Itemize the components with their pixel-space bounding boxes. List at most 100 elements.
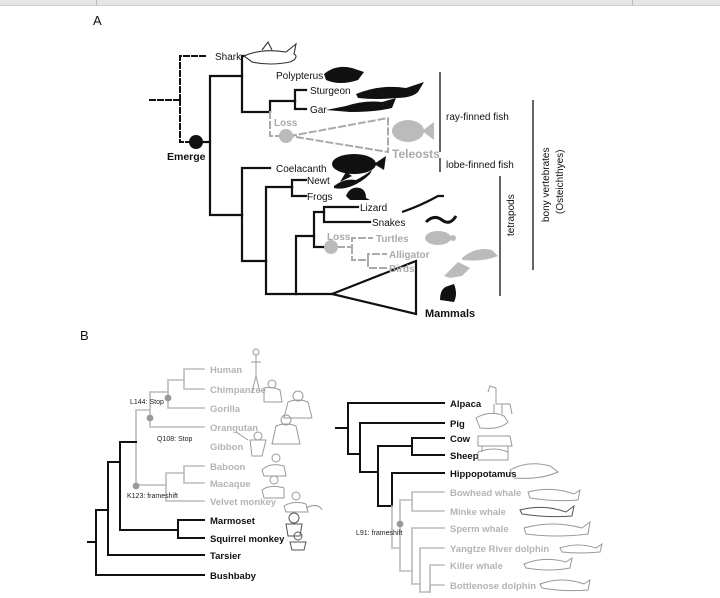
gorilla-icon bbox=[283, 390, 313, 419]
macaque-icon bbox=[261, 475, 285, 499]
mutation-l144: L144: Stop bbox=[130, 399, 164, 406]
toolbar-divider bbox=[96, 0, 97, 5]
teleost-icon bbox=[392, 120, 434, 142]
taxon-macaque: Macaque bbox=[210, 479, 251, 490]
panel-a-lost-labels: Loss Teleosts Loss Turtles Alligator Bir… bbox=[274, 118, 440, 275]
human-icon bbox=[251, 348, 261, 393]
taxon-sheep: Sheep bbox=[450, 451, 479, 462]
taxon-polypterus: Polypterus bbox=[276, 71, 323, 82]
panel-a-dashed-root bbox=[149, 55, 209, 143]
gar-icon bbox=[326, 98, 396, 112]
orangutan-icon bbox=[271, 414, 301, 445]
taxon-turtles: Turtles bbox=[376, 234, 409, 245]
mammal-present-labels: Alpaca Pig Cow Sheep Hippopotamus bbox=[450, 399, 517, 480]
group-bony-vertebrates: bony vertebrates bbox=[541, 148, 552, 223]
taxon-pig: Pig bbox=[450, 419, 465, 430]
mutation-node-l144 bbox=[164, 394, 172, 402]
taxon-tarsier: Tarsier bbox=[210, 551, 241, 562]
taxon-sperm-whale: Sperm whale bbox=[450, 524, 509, 535]
baboon-icon bbox=[261, 453, 287, 477]
bottlenose-dolphin-icon bbox=[539, 578, 591, 592]
alligator-icon bbox=[462, 249, 498, 261]
taxon-lizard: Lizard bbox=[360, 203, 387, 214]
polypterus-icon bbox=[324, 66, 364, 83]
lizard-icon bbox=[401, 194, 444, 214]
frog-icon bbox=[346, 187, 370, 200]
primate-lost-labels: Human Chimpanzee Gorilla Orangutan Gibbo… bbox=[210, 365, 277, 508]
panel-b-primate-tree bbox=[87, 368, 205, 576]
snake-icon bbox=[424, 215, 458, 224]
panel-label-a: A bbox=[93, 13, 102, 28]
alpaca-icon bbox=[487, 385, 513, 415]
taxon-snakes: Snakes bbox=[372, 218, 405, 229]
taxon-coelacanth: Coelacanth bbox=[276, 164, 327, 175]
taxon-newt: Newt bbox=[307, 176, 330, 187]
event-emerge: Emerge bbox=[167, 151, 206, 163]
event-loss-reptile: Loss bbox=[327, 232, 351, 243]
turtle-icon bbox=[425, 231, 456, 245]
loss-node-fish bbox=[279, 129, 293, 143]
group-tetrapods: tetrapods bbox=[506, 194, 517, 236]
mammal-silhouettes bbox=[475, 385, 603, 592]
taxon-bushbaby: Bushbaby bbox=[210, 571, 257, 582]
mutation-node-k123 bbox=[132, 482, 140, 490]
newt-icon bbox=[334, 170, 372, 189]
taxon-mammals: Mammals bbox=[425, 308, 475, 320]
primate-lost-branches bbox=[135, 368, 205, 502]
chimpanzee-icon bbox=[263, 379, 283, 403]
primate-present-labels: Marmoset Squirrel monkey Tarsier Bushbab… bbox=[210, 516, 285, 582]
taxon-human: Human bbox=[210, 365, 242, 376]
primate-silhouettes bbox=[235, 348, 323, 513]
taxon-baboon: Baboon bbox=[210, 462, 246, 473]
taxon-gorilla: Gorilla bbox=[210, 404, 241, 415]
taxon-teleosts: Teleosts bbox=[392, 147, 440, 161]
primate-present-silhouettes bbox=[285, 512, 307, 551]
taxon-bottlenose-dolphin: Bottlenose dolphin bbox=[450, 581, 536, 592]
mutation-q108: Q108: Stop bbox=[157, 436, 193, 443]
taxon-gar: Gar bbox=[310, 105, 327, 116]
killer-whale-icon bbox=[523, 556, 573, 571]
primate-mutation-labels: L144: Stop Q108: Stop K123: frameshift bbox=[127, 399, 193, 500]
taxon-birds: Birds bbox=[389, 264, 415, 275]
group-osteichthyes: (Osteichthyes) bbox=[555, 150, 566, 214]
toolbar-divider bbox=[632, 0, 633, 5]
hippopotamus-icon bbox=[509, 463, 559, 479]
panel-b-mammal-tree bbox=[335, 402, 445, 593]
panel-label-b: B bbox=[80, 328, 89, 343]
viewer-top-bar bbox=[0, 0, 720, 6]
squirrel-monkey-icon bbox=[289, 531, 307, 551]
taxon-yangtze-river-dolphin: Yangtze River dolphin bbox=[450, 544, 549, 555]
taxon-chimpanzee: Chimpanzee bbox=[210, 385, 266, 396]
sperm-whale-icon bbox=[523, 520, 591, 537]
loss-node-reptile bbox=[324, 240, 338, 254]
panel-a-group-brackets bbox=[439, 72, 534, 296]
taxon-squirrel-monkey: Squirrel monkey bbox=[210, 534, 285, 545]
mutation-l91: L91: frameshift bbox=[356, 530, 402, 537]
coelacanth-icon bbox=[332, 154, 386, 182]
event-loss-fish: Loss bbox=[274, 118, 298, 129]
taxon-marmoset: Marmoset bbox=[210, 516, 256, 527]
pig-icon bbox=[475, 412, 509, 429]
emerge-node bbox=[189, 135, 203, 149]
bowhead-whale-icon bbox=[527, 488, 581, 502]
minke-whale-icon bbox=[519, 504, 575, 518]
cow-icon bbox=[477, 435, 513, 452]
taxon-gibbon: Gibbon bbox=[210, 442, 243, 453]
taxon-killer-whale: Killer whale bbox=[450, 561, 503, 572]
sturgeon-icon bbox=[356, 82, 424, 99]
panel-a-silhouettes bbox=[242, 40, 498, 302]
mutation-k123: K123: frameshift bbox=[127, 493, 178, 500]
panel-a-labels: Shark Polypterus Sturgeon Gar Coelacanth… bbox=[167, 52, 475, 320]
taxon-alpaca: Alpaca bbox=[450, 399, 482, 410]
taxon-sturgeon: Sturgeon bbox=[310, 86, 351, 97]
taxon-cow: Cow bbox=[450, 434, 471, 445]
mutation-node-l91 bbox=[396, 520, 404, 528]
taxon-velvet-monkey: Velvet monkey bbox=[210, 497, 277, 508]
marmoset-icon bbox=[285, 512, 303, 537]
taxon-bowhead-whale: Bowhead whale bbox=[450, 488, 521, 499]
taxon-frogs: Frogs bbox=[307, 192, 333, 203]
velvet-monkey-icon bbox=[283, 491, 323, 513]
mouse-icon bbox=[440, 284, 456, 302]
gibbon-icon bbox=[235, 431, 267, 457]
